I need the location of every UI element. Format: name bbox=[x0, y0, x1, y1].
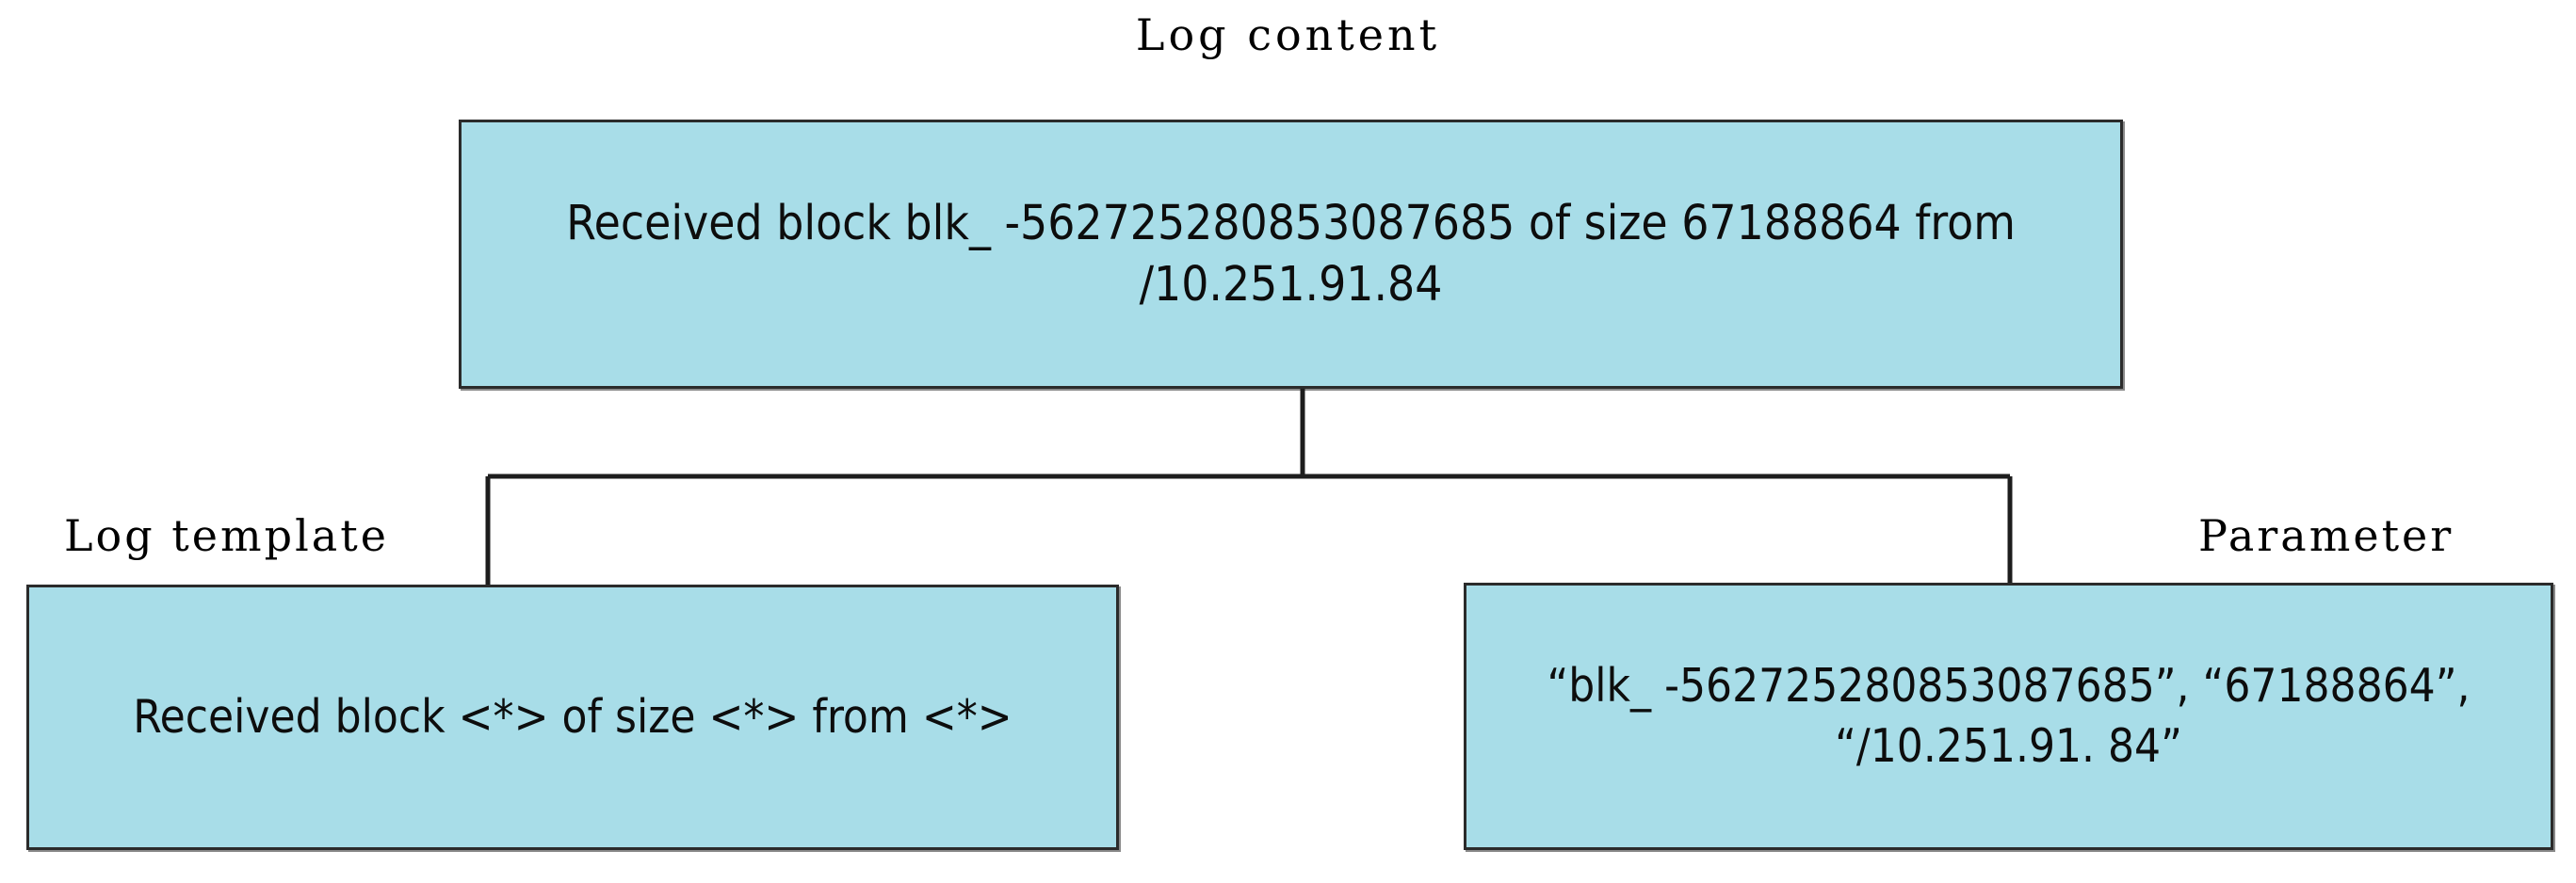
log-template-caption: Log template bbox=[64, 510, 389, 561]
log-template-box: Received block <*> of size <*> from <*> bbox=[26, 585, 1119, 850]
log-content-caption: Log content bbox=[1135, 9, 1441, 60]
parameter-box: “blk_ -562725280853087685”, “67188864”, … bbox=[1464, 583, 2553, 850]
parameter-text: “blk_ -562725280853087685”, “67188864”, … bbox=[1547, 659, 2471, 773]
log-template-text: Received block <*> of size <*> from <*> bbox=[133, 690, 1013, 745]
log-content-box: Received block blk_ -562725280853087685 … bbox=[459, 120, 2123, 389]
log-content-text: Received block blk_ -562725280853087685 … bbox=[566, 195, 2016, 313]
parameter-caption: Parameter bbox=[2198, 510, 2454, 561]
